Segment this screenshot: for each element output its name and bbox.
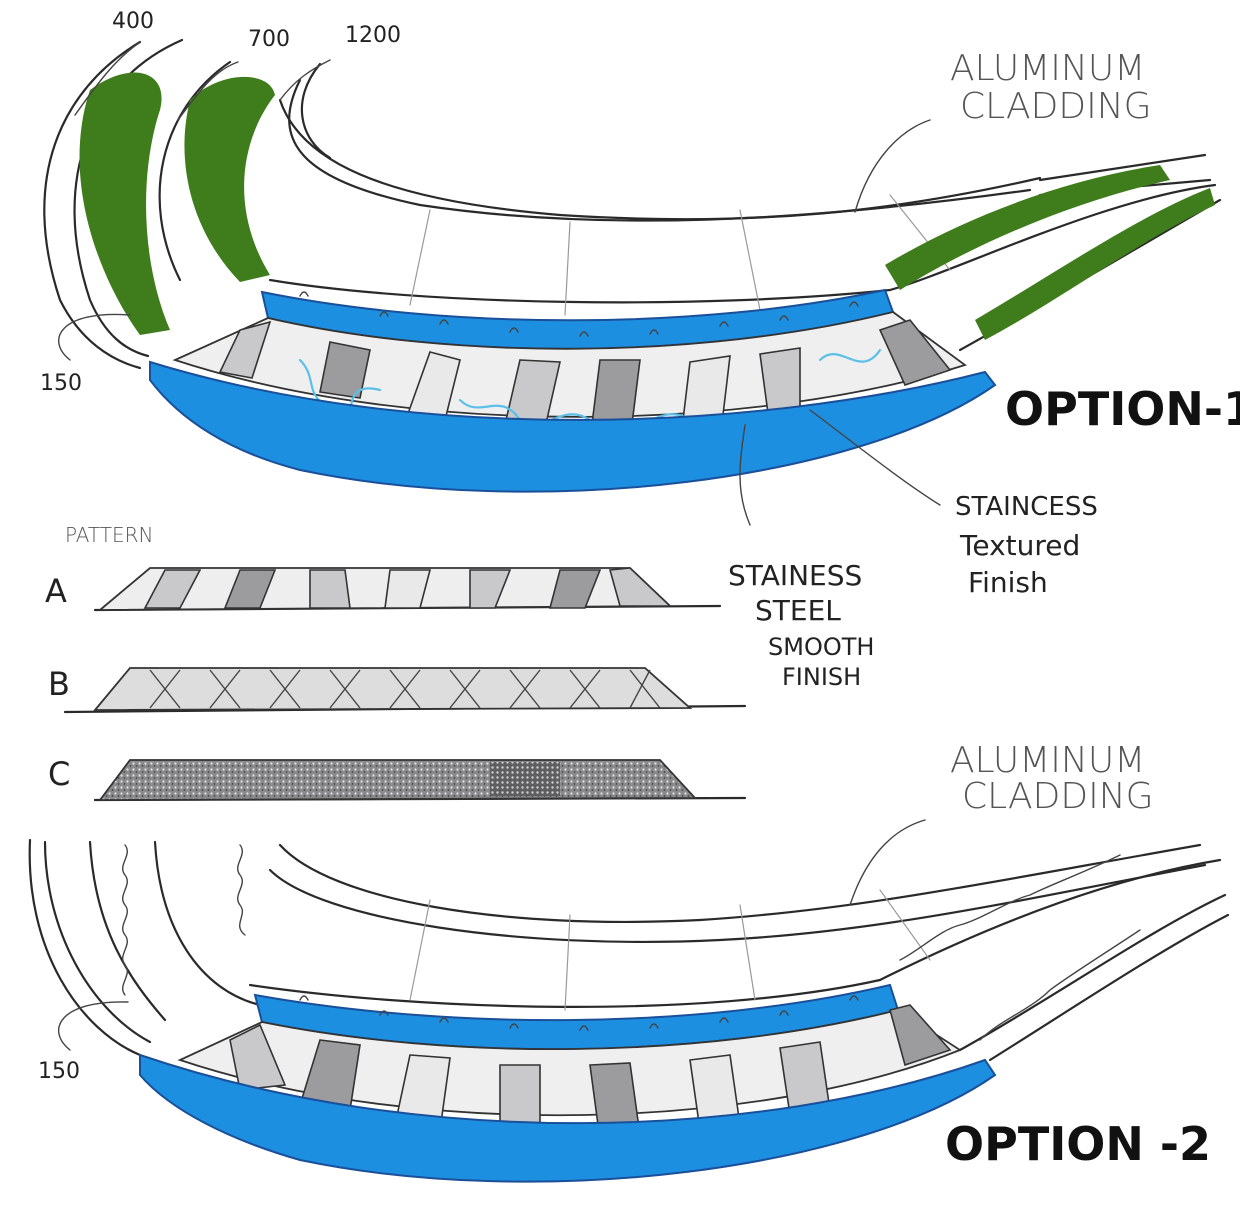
pattern-c [93,759,747,802]
dim-400-label: 400 [112,9,154,34]
aluminum-cladding-label-top-line1: ALUMINUM [950,48,1145,89]
option-2-title: OPTION -2 [945,1117,1211,1171]
textured-finish-label-line3: Finish [968,566,1048,599]
dim-700-label: 700 [248,27,290,52]
pattern-title: PATTERN [65,523,154,547]
pattern-c-label: C [48,755,70,793]
smooth-finish-label-line1: STAINESS [728,559,862,592]
textured-finish-label-line2: Textured [959,529,1080,562]
option-2-sketch [28,819,1230,1183]
smooth-finish-label-line2: STEEL [755,594,841,627]
smooth-finish-label-line3: SMOOTH [768,633,874,661]
textured-finish-label-line1: STAINCESS [955,492,1098,522]
planting-strip [975,188,1215,340]
option-1-title: OPTION-1 [1005,382,1240,436]
aluminum-cladding-label-bottom-line2: CLADDING [962,776,1154,817]
smooth-finish-label-line4: FINISH [782,663,861,691]
planting-strip [79,72,170,335]
option-1-sketch [43,38,1222,526]
steel-panels [229,1004,952,1141]
pattern-a [93,567,722,612]
aluminum-cladding-label-bottom-line1: ALUMINUM [950,740,1145,781]
pattern-a-label: A [45,572,67,610]
pattern-b-label: B [48,665,70,703]
pattern-b [63,667,747,714]
planting-strip [184,76,275,282]
dim-150-label-top: 150 [40,371,82,396]
aluminum-cladding-label-top-line2: CLADDING [960,86,1152,127]
dim-1200-label: 1200 [345,23,401,48]
dim-150-label-bottom: 150 [38,1059,80,1084]
planting-strip [885,165,1170,290]
